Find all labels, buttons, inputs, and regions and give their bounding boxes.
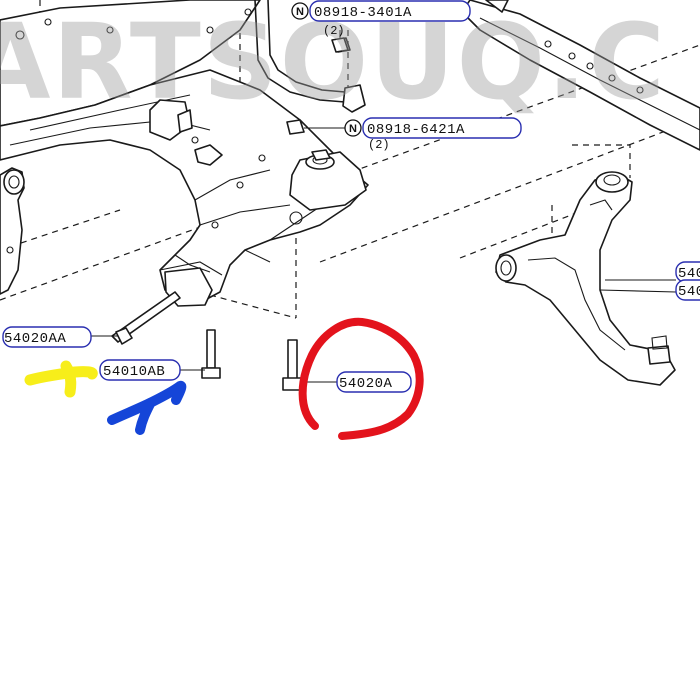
callout-n-icon [291,2,309,20]
callout-box [336,371,412,393]
callout-box [2,326,92,348]
callout-540-upper[interactable]: 540 [675,261,700,283]
callout-n-icon [344,119,362,137]
callout-id: 54020AA [4,331,66,347]
yellow-highlight-mark [24,360,98,398]
callout-prefix: N [349,123,357,135]
callout-prefix: N [296,6,304,18]
callout-box [675,279,700,301]
callout-54020a[interactable]: 54020A [336,371,412,393]
callout-54020aa[interactable]: 54020AA [2,326,92,348]
bolt-54010ab [180,329,221,379]
subframe-crossmember [0,0,369,307]
callout-08918-3401a[interactable]: N 08918-3401A (2) [291,0,471,38]
callout-qty: (2) [323,24,345,38]
callout-id: 08918-6421A [367,122,465,138]
transverse-link [495,171,677,386]
bolt-54020aa [90,291,181,345]
nut-08918-6421a [286,119,345,135]
callout-box [309,0,471,22]
callout-box [362,117,522,139]
blue-highlight-mark [107,380,187,435]
red-circle-mark [298,317,424,440]
callout-540-lower[interactable]: 540 [675,279,700,301]
callout-54010ab[interactable]: 54010AB [99,359,181,381]
callout-id: 540 [678,284,700,300]
callout-id: 54010AB [103,364,165,380]
callout-08918-6421a[interactable]: N 08918-6421A (2) [344,117,522,152]
nut-08918-3401a [331,30,349,53]
callout-qty: (2) [368,138,390,152]
callout-box [99,359,181,381]
steering-member [461,0,700,151]
callout-id: 540 [678,266,700,282]
callout-id: 54020A [339,376,393,392]
callout-id: 08918-3401A [314,5,412,21]
left-link-bush [0,167,25,295]
